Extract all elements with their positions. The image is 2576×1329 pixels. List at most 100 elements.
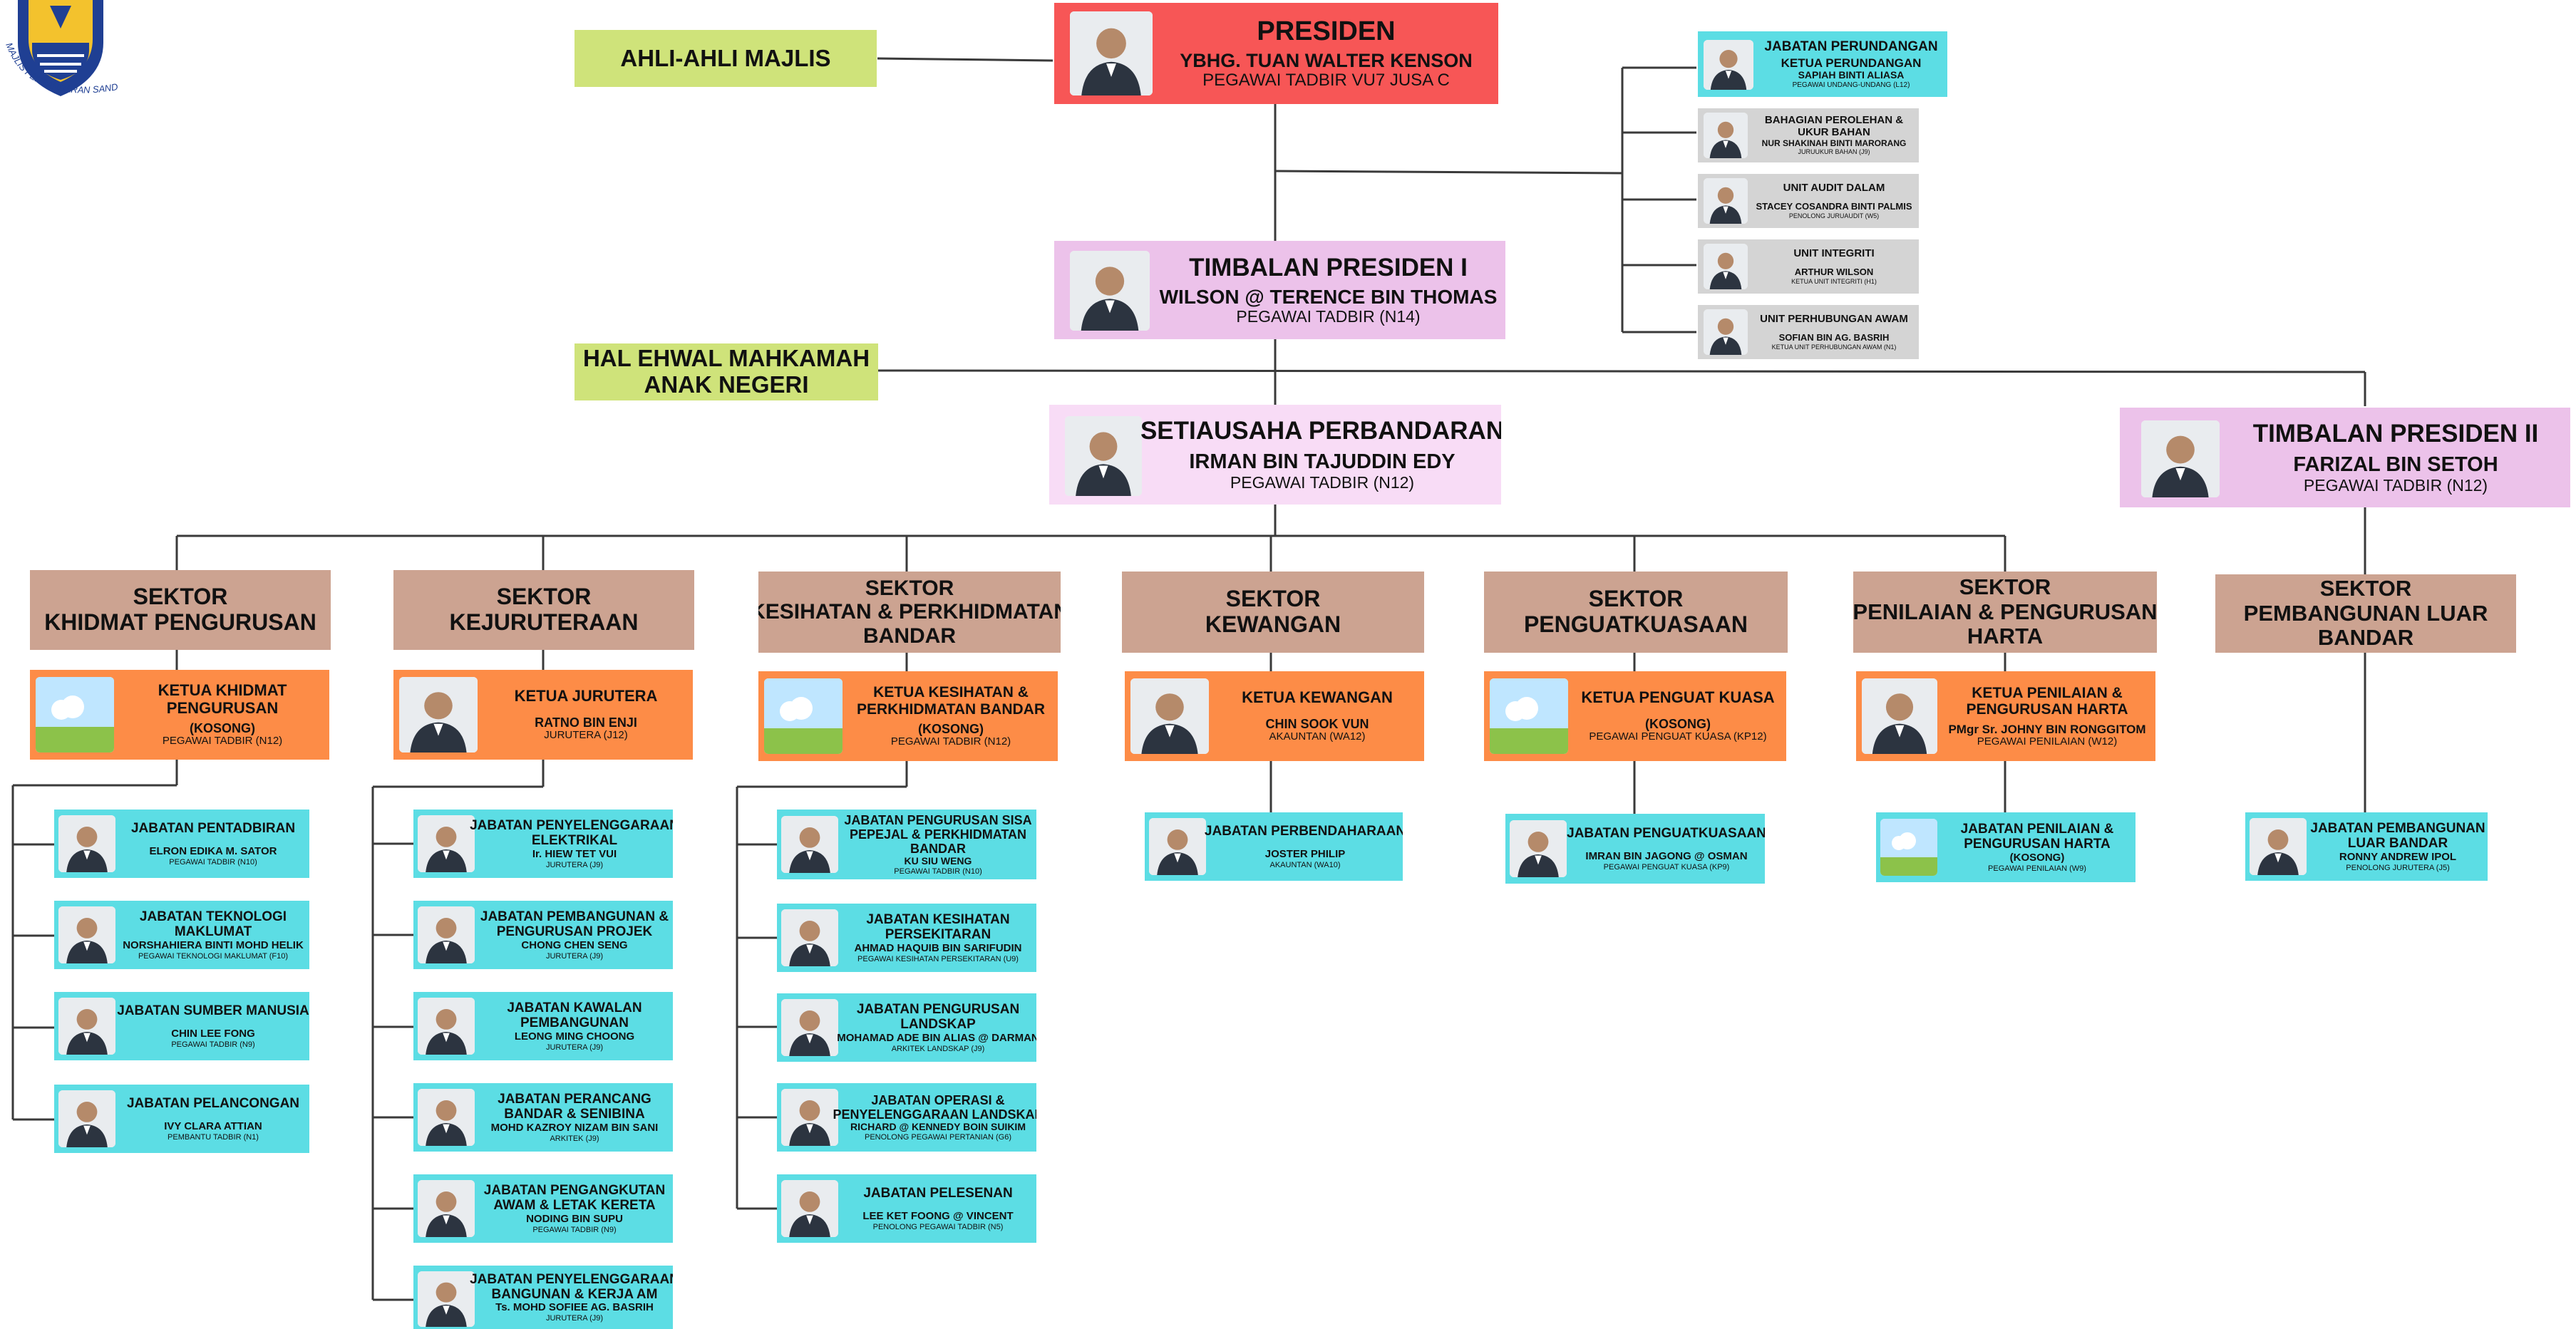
head-name: CHIN SOOK VUN	[1265, 716, 1369, 731]
dept-title-line: ELEKTRIKAL	[531, 833, 618, 849]
dept-title-line: PEPEJAL & PERKHIDMATAN	[849, 827, 1027, 842]
head-name: RATNO BIN ENJI	[535, 715, 637, 730]
unit-perolehan-name: NUR SHAKINAH BINTI MARORANG	[1761, 138, 1907, 149]
unit-perolehan-grade: JURUUKUR BAHAN (J9)	[1798, 148, 1870, 156]
head-kejuruteraan: KETUA JURUTERA RATNO BIN ENJI JURUTERA (…	[393, 670, 693, 760]
head-kesihatan-perkhidmatan-bandar: KETUA KESIHATAN & PERKHIDMATAN BANDAR (K…	[758, 671, 1058, 761]
head-grade: JURUTERA (J12)	[544, 728, 628, 741]
dept-person-grade: PEGAWAI PENGUAT KUASA (KP9)	[1603, 862, 1730, 872]
dept-photo	[781, 1089, 838, 1146]
presiden-name: YBHG. TUAN WALTER KENSON	[1180, 49, 1473, 71]
dept-title-line: AWAM & LETAK KERETA	[493, 1198, 656, 1214]
dept-person-grade: PEGAWAI TEKNOLOGI MAKLUMAT (F10)	[138, 951, 289, 961]
dept-penyelenggaraan-bangunan: JABATAN PENYELENGGARAAN BANGUNAN & KERJA…	[413, 1266, 673, 1329]
unit-perundangan-role: KETUA PERUNDANGAN	[1781, 56, 1922, 71]
vacant-placeholder-photo	[1490, 678, 1568, 754]
sector-label-line: SEKTOR	[2319, 575, 2412, 601]
dept-title-line: JABATAN PENYELENGGARAAN	[470, 1271, 673, 1287]
unit-audit-dalam-name: STACEY COSANDRA BINTI PALMIS	[1756, 201, 1912, 212]
dept-person-grade: JURUTERA (J9)	[545, 1043, 604, 1052]
head-kejuruteraan-photo	[399, 677, 478, 753]
unit-perhubungan-awam-title: UNIT PERHUBUNGAN AWAM	[1760, 313, 1908, 326]
sector-penguatkuasaan: SEKTOR PENGUATKUASAAN	[1484, 572, 1788, 653]
dept-person-name: Ts. MOHD SOFIEE AG. BASRIH	[495, 1301, 654, 1314]
unit-perundangan-grade: PEGAWAI UNDANG-UNDANG (L12)	[1792, 81, 1910, 89]
dept-photo	[418, 815, 475, 872]
unit-integriti-grade: KETUA UNIT INTEGRITI (H1)	[1791, 277, 1877, 285]
unit-perolehan-title-2: UKUR BAHAN	[1798, 126, 1870, 139]
unit-perhubungan-awam-box: UNIT PERHUBUNGAN AWAM SOFIAN BIN AG. BAS…	[1698, 305, 1919, 359]
setiausaha-name: IRMAN BIN TAJUDDIN EDY	[1189, 450, 1456, 474]
timbalan-presiden-1-title: TIMBALAN PRESIDEN I	[1189, 253, 1468, 281]
timbalan-presiden-2-name: FARIZAL BIN SETOH	[2293, 453, 2498, 477]
dept-title-line: PEMBANGUNAN	[520, 1015, 629, 1031]
hal-ehwal-line-2: ANAK NEGERI	[644, 371, 809, 398]
dept-penyelenggaraan-elektrikal: JABATAN PENYELENGGARAAN ELEKTRIKAL Ir. H…	[413, 810, 673, 878]
dept-person-name: KU SIU WENG	[904, 855, 972, 867]
dept-person-grade: ARKITEK LANDSKAP (J9)	[891, 1044, 985, 1053]
dept-person-name: NORSHAHIERA BINTI MOHD HELIK	[123, 938, 304, 951]
dept-photo	[418, 906, 475, 963]
head-kewangan-photo	[1130, 678, 1209, 754]
dept-photo	[781, 909, 838, 966]
sector-label-line: BANDAR	[863, 624, 956, 648]
dept-person-name: LEE KET FOONG @ VINCENT	[862, 1210, 1014, 1223]
sector-khidmat-pengurusan: SEKTOR KHIDMAT PENGURUSAN	[30, 570, 331, 650]
unit-audit-dalam-box: UNIT AUDIT DALAM STACEY COSANDRA BINTI P…	[1698, 174, 1919, 228]
dept-person-name: MOHD KAZROY NIZAM BIN SANI	[490, 1121, 659, 1134]
dept-title-line: JABATAN PELESENAN	[863, 1185, 1013, 1201]
sector-label-line: PEMBANGUNAN LUAR	[2243, 600, 2488, 626]
timbalan-presiden-2-box: TIMBALAN PRESIDEN II FARIZAL BIN SETOH P…	[2120, 408, 2570, 507]
dept-photo	[418, 1180, 475, 1237]
sector-penilaian-pengurusan-harta: SEKTOR PENILAIAN & PENGURUSAN HARTA	[1853, 572, 2157, 653]
dept-title-line: JABATAN KESIHATAN	[866, 912, 1010, 928]
dept-person-grade: PEGAWAI TADBIR (N10)	[894, 867, 982, 876]
dept-perbendaharaan: JABATAN PERBENDAHARAAN JOSTER PHILIP AKA…	[1145, 812, 1403, 881]
hal-ehwal-box: HAL EHWAL MAHKAMAH ANAK NEGERI	[575, 343, 878, 400]
dept-title-line: BANDAR & SENIBINA	[504, 1107, 645, 1122]
dept-person-grade: JURUTERA (J9)	[545, 860, 604, 869]
dept-person-name: LEONG MING CHOONG	[514, 1030, 635, 1043]
timbalan-presiden-1-name: WILSON @ TERENCE BIN THOMAS	[1159, 286, 1498, 309]
dept-photo	[1149, 818, 1206, 875]
dept-title-line: BANDAR	[910, 842, 966, 857]
unit-integriti-name: ARTHUR WILSON	[1794, 267, 1874, 278]
dept-person-grade: AKAUNTAN (WA10)	[1269, 860, 1341, 869]
unit-perhubungan-awam-name: SOFIAN BIN AG. BASRIH	[1778, 332, 1890, 343]
dept-person-name: IMRAN BIN JAGONG @ OSMAN	[1585, 850, 1748, 863]
dept-photo	[58, 815, 115, 872]
timbalan-presiden-2-photo	[2141, 420, 2220, 497]
timbalan-presiden-1-photo	[1070, 251, 1150, 331]
dept-person-name: (KOSONG)	[2009, 851, 2065, 864]
dept-person-name: ELRON EDIKA M. SATOR	[149, 845, 277, 858]
dept-title-line: PENYELENGGARAAN LANDSKAP	[833, 1107, 1036, 1122]
dept-title-line: JABATAN OPERASI &	[871, 1092, 1005, 1107]
dept-photo	[781, 816, 838, 873]
head-grade: PEGAWAI PENGUAT KUASA (KP12)	[1589, 730, 1767, 743]
head-grade: PEGAWAI TADBIR (N12)	[890, 735, 1011, 748]
timbalan-presiden-1-box: TIMBALAN PRESIDEN I WILSON @ TERENCE BIN…	[1054, 241, 1505, 339]
dept-person-name: NODING BIN SUPU	[526, 1212, 623, 1225]
sector-kesihatan-perkhidmatan-bandar: SEKTOR KESIHATAN & PERKHIDMATAN BANDAR	[758, 572, 1061, 653]
dept-person-name: CHIN LEE FONG	[171, 1028, 255, 1040]
sector-label-line: HARTA	[1967, 624, 2044, 649]
dept-title-line: JABATAN PENGURUSAN SISA	[844, 812, 1032, 827]
sector-label-line: SEKTOR	[865, 576, 954, 600]
dept-title-line: LANDSKAP	[900, 1017, 976, 1033]
unit-perolehan-box: BAHAGIAN PEROLEHAN & UKUR BAHAN NUR SHAK…	[1698, 108, 1919, 162]
dept-person-grade: PEGAWAI KESIHATAN PERSEKITARAN (U9)	[857, 954, 1019, 963]
unit-perundangan-photo	[1704, 40, 1753, 90]
presiden-title: PRESIDEN	[1257, 16, 1396, 47]
sector-label-line: KEWANGAN	[1205, 611, 1341, 637]
head-title-line: KETUA JURUTERA	[514, 687, 658, 705]
dept-title-line: JABATAN PENGURUSAN	[856, 1002, 1020, 1018]
dept-title-line: JABATAN PELANCONGAN	[126, 1095, 300, 1111]
dept-person-grade: PENOLONG PEGAWAI PERTANIAN (G6)	[865, 1132, 1011, 1142]
head-penilaian-photo	[1862, 678, 1937, 754]
dept-person-name: IVY CLARA ATTIAN	[164, 1120, 262, 1133]
vacant-placeholder-photo	[764, 678, 843, 754]
sector-kejuruteraan: SEKTOR KEJURUTERAAN	[393, 570, 694, 650]
head-name: (KOSONG)	[1645, 716, 1711, 731]
ahli-majlis-box: AHLI-AHLI MAJLIS	[575, 30, 877, 87]
